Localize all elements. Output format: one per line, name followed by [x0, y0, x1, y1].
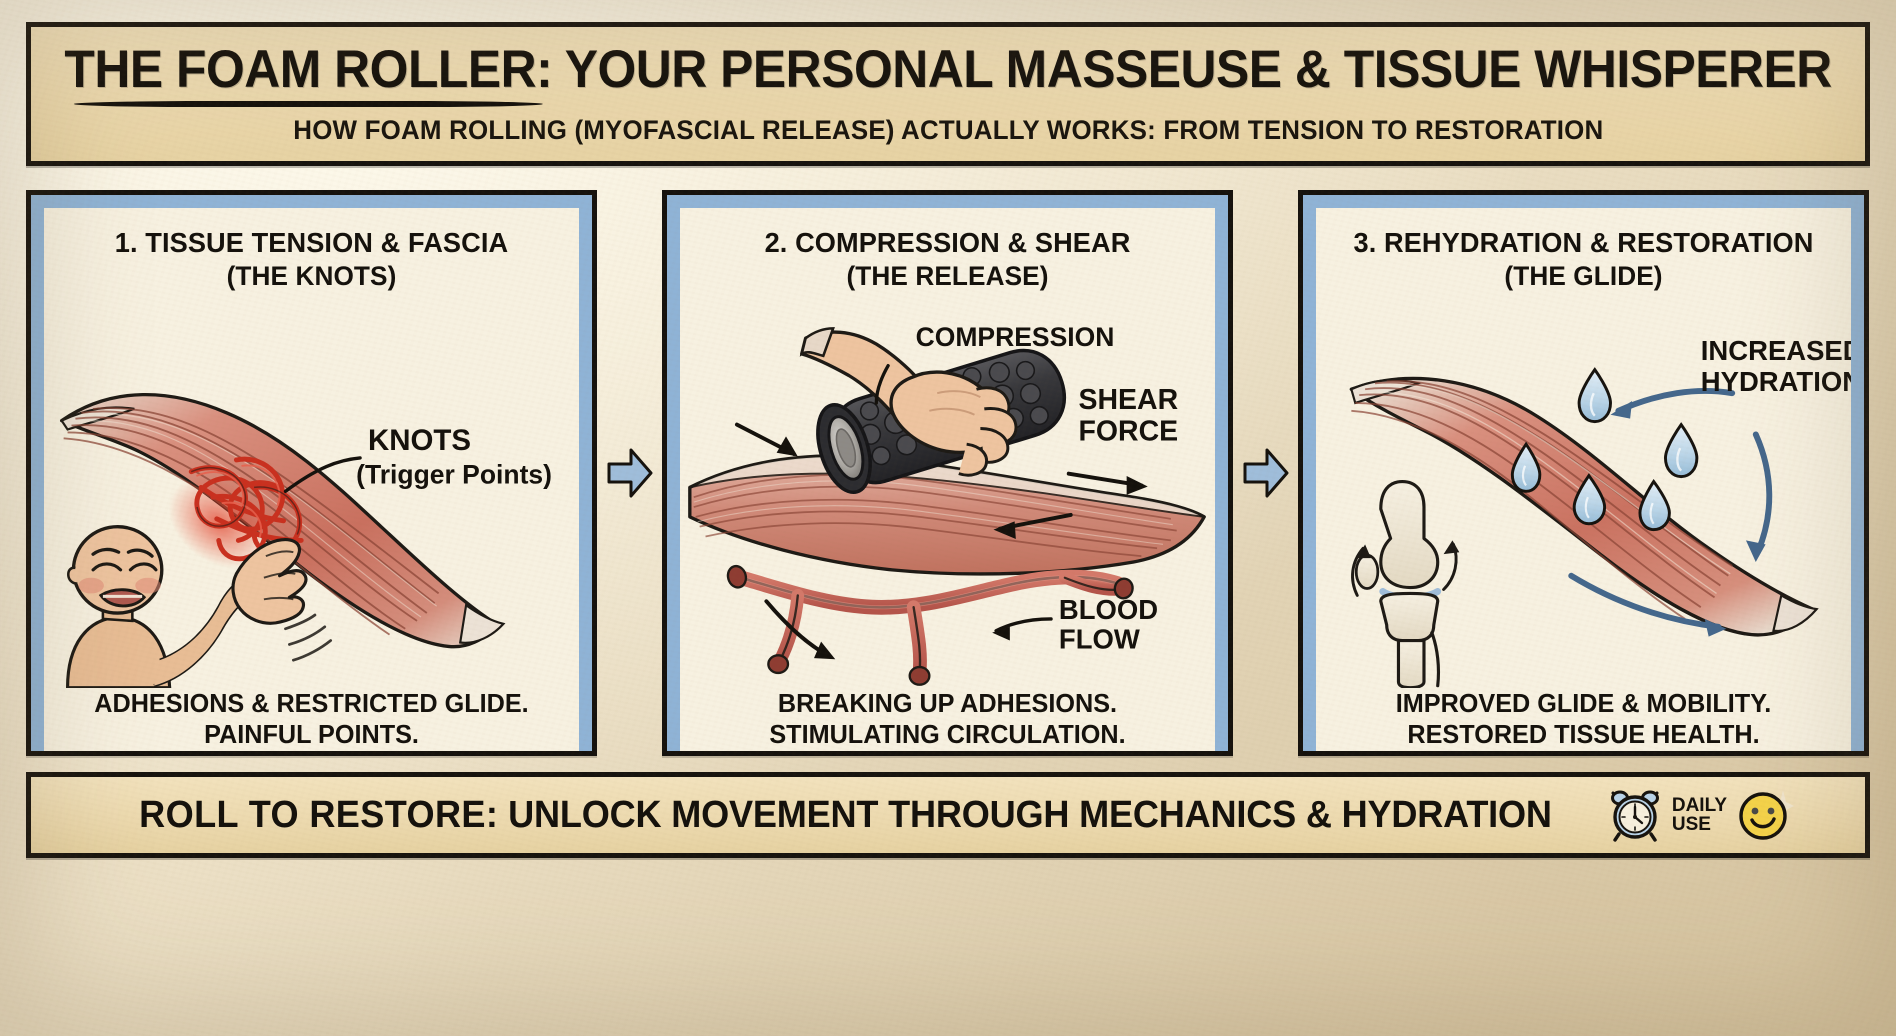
panel-2-caption-line2: STIMULATING CIRCULATION. [769, 718, 1126, 749]
page-title-underlined-part: THE FOAM ROLLER: [64, 40, 553, 107]
daily-use-line1: DAILY [1671, 794, 1728, 816]
panel-2-illustration: COMPRESSION SHEAR FORCE [680, 295, 1215, 688]
motion-lines [284, 613, 333, 662]
daily-use-label: DAILY USE [1671, 794, 1728, 835]
panel-3-illustration: INCREASED HYDRATION [1316, 295, 1851, 688]
annotation-shear-line1: SHEAR [1079, 384, 1179, 416]
panel-2-caption-line1: BREAKING UP ADHESIONS. [777, 687, 1118, 718]
panel-3-caption: IMPROVED GLIDE & MOBILITY. RESTORED TISS… [1324, 687, 1843, 751]
annotation-blood-line2: FLOW [1059, 623, 1140, 654]
panel-2-inner: 2. COMPRESSION & SHEAR (THE RELEASE) [680, 208, 1215, 751]
wincing-person [65, 525, 333, 688]
annotation-knots: KNOTS [368, 424, 471, 457]
panel-1-illustration: KNOTS (Trigger Points) [44, 295, 579, 688]
panel-2-title-main: 2. COMPRESSION & SHEAR [764, 227, 1131, 258]
panel-1-inner: 1. TISSUE TENSION & FASCIA (THE KNOTS) [44, 208, 579, 751]
annotation-knots-sub: (Trigger Points) [356, 460, 552, 490]
knots-leader-line [283, 456, 362, 494]
droplet [1638, 479, 1671, 532]
annotation-hydration-line2: HYDRATION [1701, 366, 1851, 397]
knot-outline [190, 467, 301, 535]
footer-tagline: ROLL TO RESTORE: UNLOCK MOVEMENT THROUGH… [139, 794, 1552, 837]
panel-3-title: 3. REHYDRATION & RESTORATION (THE GLIDE) [1324, 226, 1843, 293]
annotation-shear-line2: FORCE [1079, 415, 1179, 447]
panel-3-caption-line1: IMPROVED GLIDE & MOBILITY. [1395, 687, 1772, 718]
panel-3-rehydration-restoration: 3. REHYDRATION & RESTORATION (THE GLIDE) [1298, 190, 1869, 756]
annotation-hydration-line1: INCREASED [1701, 335, 1851, 366]
footer-tagline-rest: UNLOCK MOVEMENT THROUGH MECHANICS & HYDR… [498, 793, 1552, 836]
knee-joint-diagram [1351, 480, 1460, 688]
panel-2-compression-shear: 2. COMPRESSION & SHEAR (THE RELEASE) [662, 190, 1233, 756]
panel-1-caption-line2: PAINFUL POINTS. [204, 718, 419, 749]
panel-1-caption: ADHESIONS & RESTRICTED GLIDE. PAINFUL PO… [52, 687, 571, 751]
panel-3-caption-line2: RESTORED TISSUE HEALTH. [1407, 718, 1760, 749]
panel-1-title-main: 1. TISSUE TENSION & FASCIA [114, 227, 509, 258]
droplet [1572, 473, 1607, 526]
panel-2-title: 2. COMPRESSION & SHEAR (THE RELEASE) [688, 226, 1207, 293]
panel-1-caption-line1: ADHESIONS & RESTRICTED GLIDE. [94, 687, 529, 718]
panel-2-title-sub: (THE RELEASE) [846, 261, 1049, 292]
smiley-face-icon [1739, 790, 1795, 840]
page-subtitle: HOW FOAM ROLLING (MYOFASCIAL RELEASE) AC… [292, 114, 1604, 145]
page-title-rest: YOUR PERSONAL MASSEUSE & TISSUE WHISPERE… [552, 40, 1833, 100]
panel-1-title: 1. TISSUE TENSION & FASCIA (THE KNOTS) [52, 226, 571, 293]
panel-3-title-sub: (THE GLIDE) [1504, 261, 1663, 292]
annotation-blood-line1: BLOOD [1059, 594, 1158, 625]
mobility-arrowheads [1357, 540, 1460, 559]
panel-3-title-main: 3. REHYDRATION & RESTORATION [1353, 227, 1814, 258]
blood-flow-arrowhead [992, 626, 1010, 641]
arrow-gap-1 [597, 190, 662, 756]
annotation-compression: COMPRESSION [916, 322, 1115, 352]
footer-tagline-lead: ROLL TO RESTORE: [139, 793, 499, 836]
panel-2-caption: BREAKING UP ADHESIONS. STIMULATING CIRCU… [688, 687, 1207, 751]
droplet [1663, 422, 1699, 479]
footer-badges: DAILY USE [1607, 786, 1795, 844]
knot-tangle-highlight [196, 464, 281, 538]
alarm-clock-icon [1610, 790, 1659, 842]
blood-flow-leader-line [994, 617, 1053, 633]
droplet [1577, 367, 1612, 424]
arrow-right-icon-1 [607, 448, 652, 498]
muscle-slab-group [688, 454, 1206, 576]
compression-leader-line [874, 364, 890, 405]
footer-banner: ROLL TO RESTORE: UNLOCK MOVEMENT THROUGH… [26, 772, 1870, 858]
shear-arrows [734, 422, 1148, 660]
glide-flow-arrowheads [1610, 401, 1766, 637]
panel-row: 1. TISSUE TENSION & FASCIA (THE KNOTS) [26, 190, 1870, 756]
pressing-hand [799, 327, 1018, 477]
droplet [1510, 441, 1542, 493]
header-banner: THE FOAM ROLLER: YOUR PERSONAL MASSEUSE … [26, 22, 1870, 166]
panel-3-inner: 3. REHYDRATION & RESTORATION (THE GLIDE) [1316, 208, 1851, 751]
water-droplets [1510, 367, 1699, 532]
arrow-gap-2 [1233, 190, 1298, 756]
panel-1-title-sub: (THE KNOTS) [226, 261, 397, 292]
daily-use-line2: USE [1671, 814, 1711, 835]
panel-1-tissue-tension: 1. TISSUE TENSION & FASCIA (THE KNOTS) [26, 190, 597, 756]
arrow-right-icon-2 [1243, 448, 1288, 498]
page-title: THE FOAM ROLLER: YOUR PERSONAL MASSEUSE … [64, 40, 1833, 107]
